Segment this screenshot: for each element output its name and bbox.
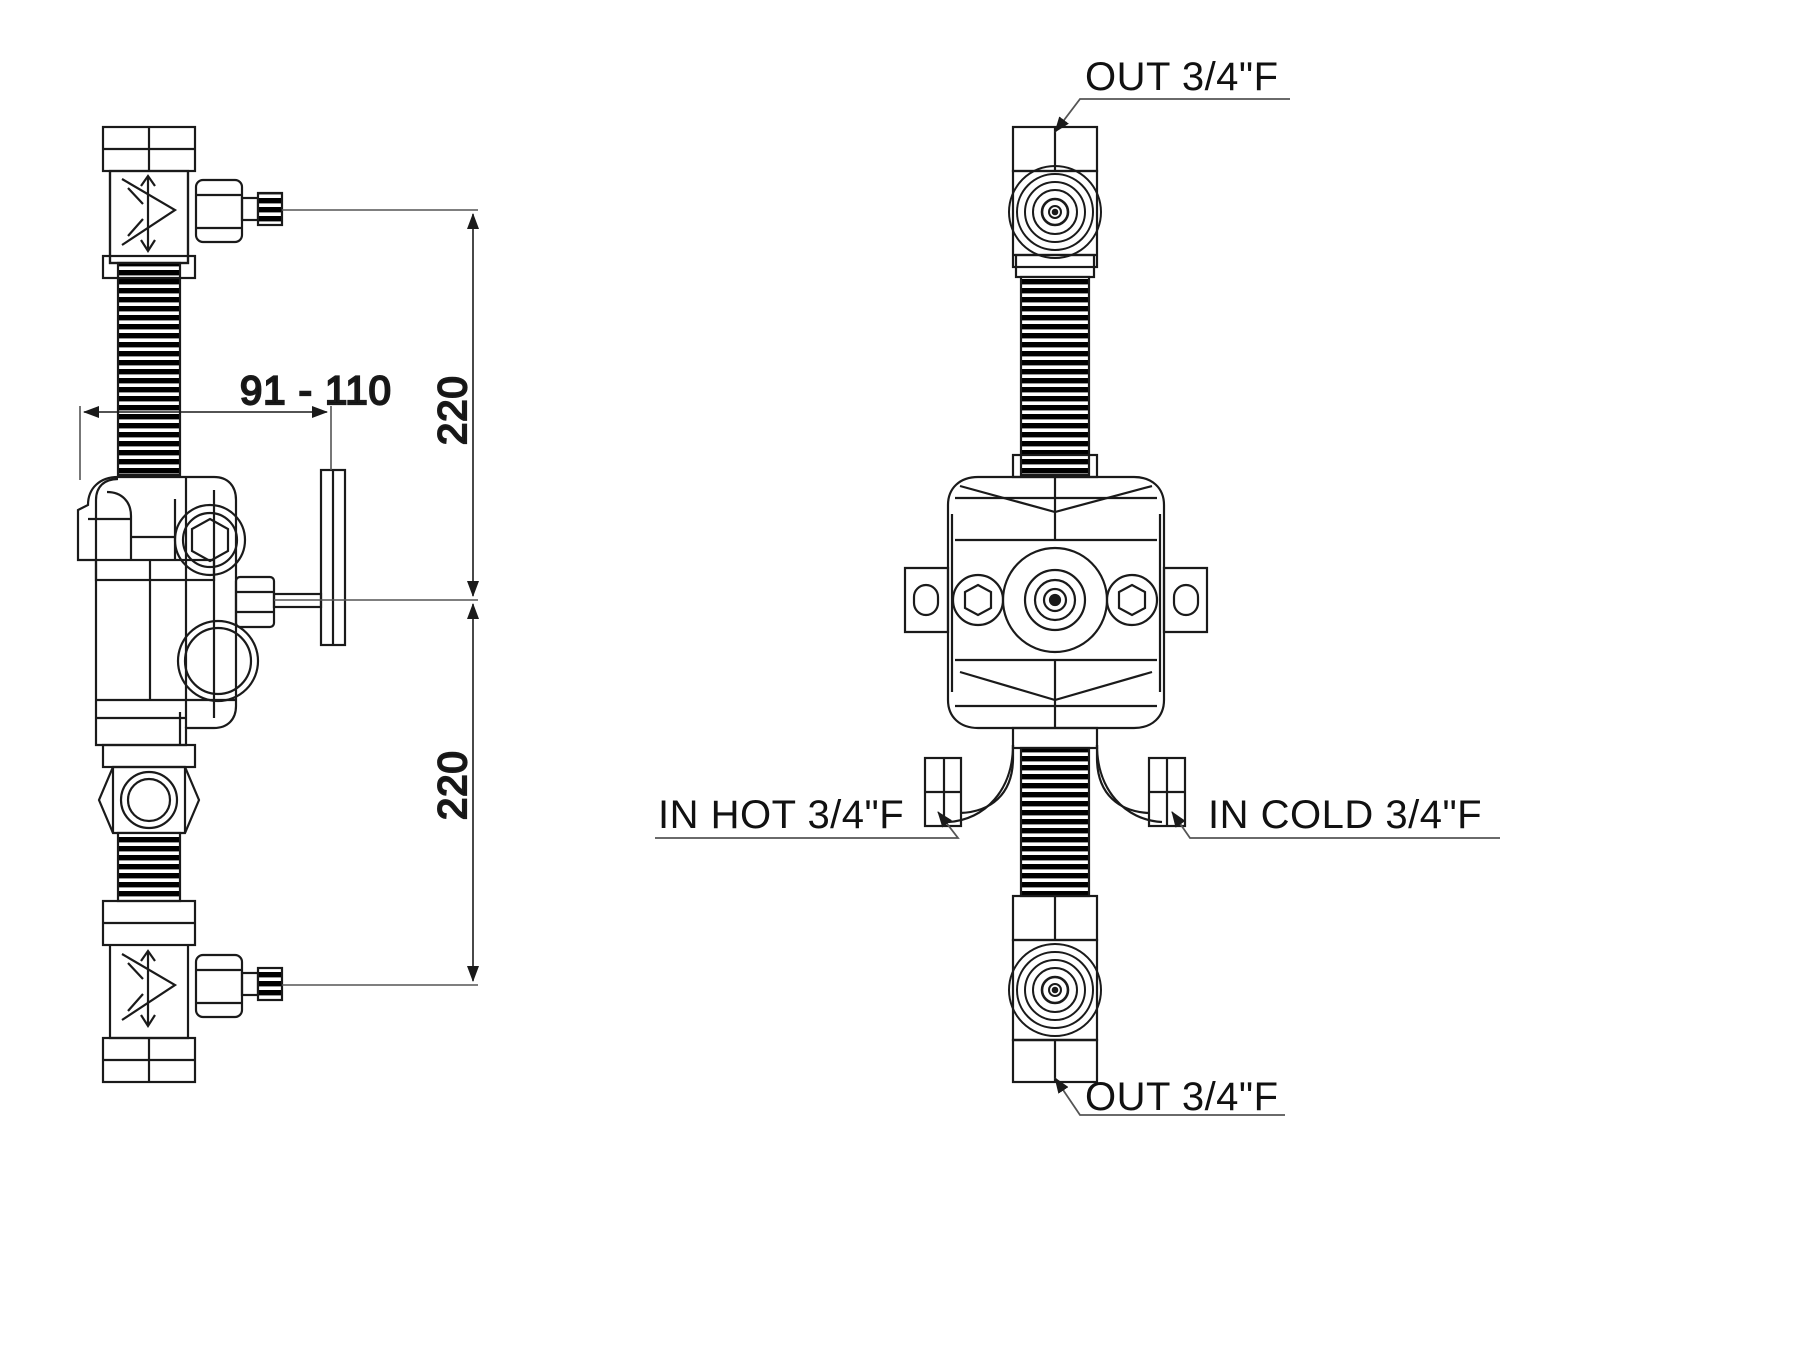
top-threaded-riser <box>116 261 182 477</box>
mounting-bracket-right <box>1162 566 1209 634</box>
callout-out-top: OUT 3/4"F <box>1085 55 1279 99</box>
bottom-outlet-port <box>1007 894 1103 1084</box>
callout-in-cold: IN COLD 3/4"F <box>1208 793 1482 837</box>
bottom-elbow-assembly <box>101 899 284 1084</box>
bottom-hex-nut <box>97 743 201 835</box>
dimension-lines <box>79 209 479 986</box>
callout-out-bottom: OUT 3/4"F <box>1085 1075 1279 1119</box>
top-elbow-assembly <box>108 171 284 265</box>
front-elevation-view <box>903 125 1209 1084</box>
leader-out-top <box>1054 98 1290 133</box>
leader-in-cold <box>1171 811 1500 839</box>
dim-text-projection: 91 - 110 <box>240 369 392 413</box>
side-lower-port <box>176 619 260 703</box>
hex-cartridge <box>173 503 247 577</box>
right-inlet-port <box>1095 744 1187 828</box>
top-threaded-riser-front <box>1019 275 1091 477</box>
top-riser-collar <box>101 254 197 280</box>
top-outlet-port <box>1007 125 1103 279</box>
hex-plug-left <box>951 573 1005 627</box>
escutcheon-plate <box>234 468 347 647</box>
hex-plug-right <box>1105 573 1159 627</box>
side-elevation-view <box>76 125 347 1084</box>
dim-text-upper-220: 220 <box>431 375 475 445</box>
leader-out-bottom <box>1054 1077 1285 1116</box>
callout-leaders <box>655 98 1500 1116</box>
dim-text-lower-220: 220 <box>431 750 475 820</box>
leader-in-hot <box>655 811 960 839</box>
center-spindle-boss <box>1001 546 1109 654</box>
bottom-threaded-riser <box>116 831 182 903</box>
callout-in-hot: IN HOT 3/4"F <box>658 793 904 837</box>
left-inlet-port <box>923 744 1015 828</box>
mounting-bracket-left <box>903 566 950 634</box>
valve-body-front <box>903 475 1209 730</box>
bottom-threaded-riser-front <box>1019 746 1091 898</box>
valve-body-side <box>76 475 260 747</box>
